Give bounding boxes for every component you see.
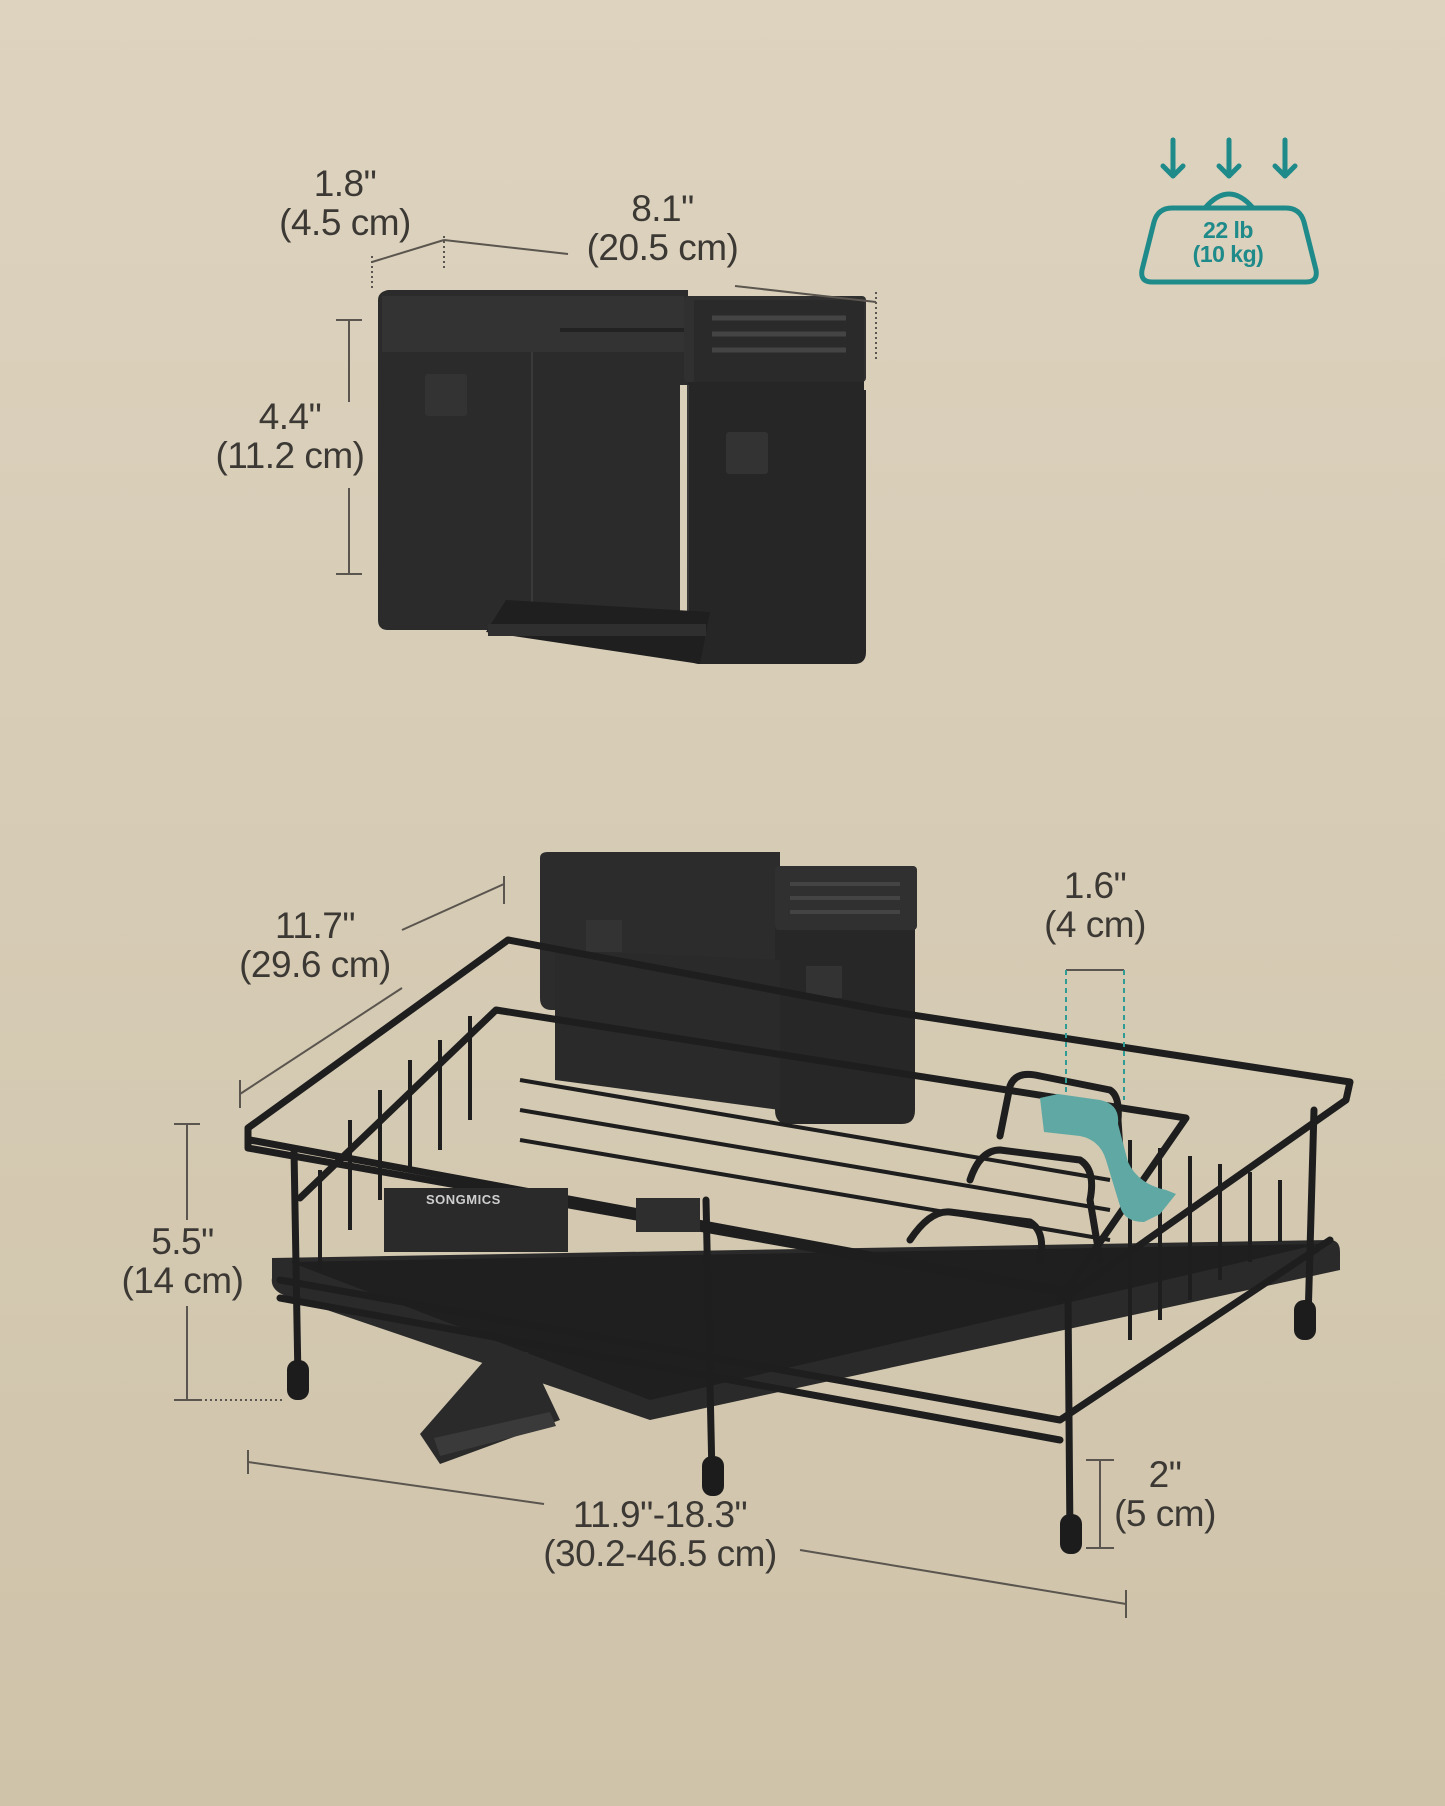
rack-width-imperial: 11.9"-18.3" [572, 1494, 748, 1535]
rack-depth-label: 11.7" (29.6 cm) [230, 905, 400, 985]
rack-width-label: 11.9"-18.3" (30.2-46.5 cm) [525, 1494, 795, 1574]
holder-height-imperial: 4.4" [258, 396, 322, 437]
brand-logo: SONGMICS [426, 1192, 501, 1207]
rack-depth-metric: (29.6 cm) [239, 943, 391, 985]
rack-clearance-imperial: 2" [1148, 1454, 1182, 1495]
rack-height-label: 5.5" (14 cm) [110, 1221, 255, 1301]
rack-slot-imperial: 1.6" [1063, 865, 1127, 906]
rack-slot-label: 1.6" (4 cm) [1030, 865, 1160, 945]
rack-height-imperial: 5.5" [151, 1221, 214, 1262]
holder-depth-metric: (4.5 cm) [279, 201, 411, 243]
holder-height-label: 4.4" (11.2 cm) [210, 396, 370, 476]
weight-capacity-icon [1139, 137, 1319, 285]
holder-width-label: 8.1" (20.5 cm) [570, 188, 755, 268]
rack-wires [318, 1016, 1282, 1340]
holder-width-imperial: 8.1" [631, 188, 694, 229]
brand-plate [384, 1188, 568, 1252]
rack-dimension-lines [174, 876, 1127, 1618]
weight-capacity-kg: (10 kg) [1192, 241, 1264, 268]
rack-width-metric: (30.2-46.5 cm) [543, 1532, 777, 1574]
holder-height-metric: (11.2 cm) [215, 434, 365, 476]
cutting-board-slot-accent [1040, 1094, 1176, 1222]
rack-clearance-label: 2" (5 cm) [1100, 1454, 1230, 1534]
rack-depth-imperial: 11.7" [275, 905, 355, 946]
rack-feet [287, 1300, 1316, 1554]
rack-height-metric: (14 cm) [121, 1259, 244, 1301]
holder-dimension-lines [336, 236, 877, 575]
weight-capacity-lb: 22 lb [1203, 217, 1253, 243]
holder-width-metric: (20.5 cm) [586, 226, 739, 268]
holder-depth-imperial: 1.8" [313, 163, 377, 204]
rack-slot-metric: (4 cm) [1044, 903, 1146, 945]
rack-clearance-metric: (5 cm) [1114, 1492, 1216, 1534]
utensil-holder-image [378, 290, 866, 664]
holder-depth-label: 1.8" (4.5 cm) [265, 163, 425, 243]
weight-capacity-badge: 22 lb (10 kg) [1168, 218, 1288, 266]
